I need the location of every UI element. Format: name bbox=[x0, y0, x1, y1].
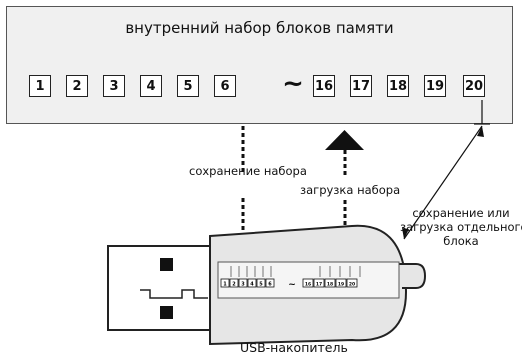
usb-plug-hole-top bbox=[160, 258, 173, 271]
single-block-arrowhead-top bbox=[477, 126, 484, 137]
memory-block-1: 1 bbox=[29, 75, 51, 97]
usb-mini-block-4 bbox=[247, 278, 257, 288]
usb-mini-block-2 bbox=[229, 278, 239, 288]
usb-mini-label-1: 1 bbox=[223, 282, 227, 288]
usb-panel-ticks bbox=[230, 266, 361, 277]
memory-block-6: 6 bbox=[214, 75, 236, 97]
usb-mini-block-5 bbox=[256, 278, 266, 288]
memory-block-2: 2 bbox=[66, 75, 88, 97]
range-separator: ~ bbox=[282, 69, 304, 99]
usb-mini-cells: 1 2 3 4 5 6 ~ 16 17 18 19 20 bbox=[220, 278, 358, 290]
usb-mini-label-17: 17 bbox=[316, 282, 322, 288]
single-block-label-line2: загрузка отдельного bbox=[400, 220, 522, 234]
usb-mini-label-4: 4 bbox=[250, 282, 254, 288]
memory-block-4: 4 bbox=[140, 75, 162, 97]
usb-mini-label-19: 19 bbox=[338, 282, 344, 288]
usb-mini-block-6 bbox=[265, 278, 275, 288]
memory-block-17: 17 bbox=[350, 75, 372, 97]
single-block-arrowhead-bottom bbox=[402, 228, 409, 239]
usb-mini-block-17 bbox=[313, 278, 325, 288]
single-block-line bbox=[403, 125, 483, 240]
usb-mini-block-20 bbox=[346, 278, 358, 288]
usb-drive-label: USB-накопитель bbox=[240, 340, 348, 355]
load-set-arrowhead bbox=[325, 130, 364, 150]
usb-mini-label-2: 2 bbox=[232, 282, 236, 288]
usb-mini-label-6: 6 bbox=[268, 282, 272, 288]
usb-mini-block-18 bbox=[324, 278, 336, 288]
usb-mini-label-5: 5 bbox=[259, 282, 263, 288]
usb-mini-block-16 bbox=[302, 278, 314, 288]
memory-block-18: 18 bbox=[387, 75, 409, 97]
memory-block-19: 19 bbox=[424, 75, 446, 97]
usb-mini-block-1 bbox=[220, 278, 230, 288]
memory-block-20: 20 bbox=[463, 75, 485, 97]
usb-mini-block-19 bbox=[335, 278, 347, 288]
single-block-label: сохранение или загрузка отдельного блока bbox=[400, 206, 522, 248]
memory-block-3: 3 bbox=[103, 75, 125, 97]
usb-mini-separator: ~ bbox=[288, 280, 296, 290]
load-set-label: загрузка набора bbox=[300, 183, 401, 197]
usb-mini-label-20: 20 bbox=[349, 282, 355, 288]
panel-title: внутренний набор блоков памяти bbox=[125, 19, 394, 37]
single-block-label-line3: блока bbox=[443, 234, 479, 248]
usb-plug-contacts bbox=[140, 289, 208, 299]
memory-block-5: 5 bbox=[177, 75, 199, 97]
usb-mini-label-3: 3 bbox=[241, 282, 245, 288]
usb-mini-label-18: 18 bbox=[327, 282, 333, 288]
memory-block-16: 16 bbox=[313, 75, 335, 97]
usb-mini-block-3 bbox=[238, 278, 248, 288]
internal-memory-panel: внутренний набор блоков памяти 1 2 3 4 5… bbox=[6, 6, 513, 124]
single-block-label-line1: сохранение или bbox=[412, 206, 510, 220]
usb-mini-label-16: 16 bbox=[305, 282, 311, 288]
save-set-label: сохранение набора bbox=[189, 164, 307, 178]
usb-plug-hole-bottom bbox=[160, 306, 173, 319]
